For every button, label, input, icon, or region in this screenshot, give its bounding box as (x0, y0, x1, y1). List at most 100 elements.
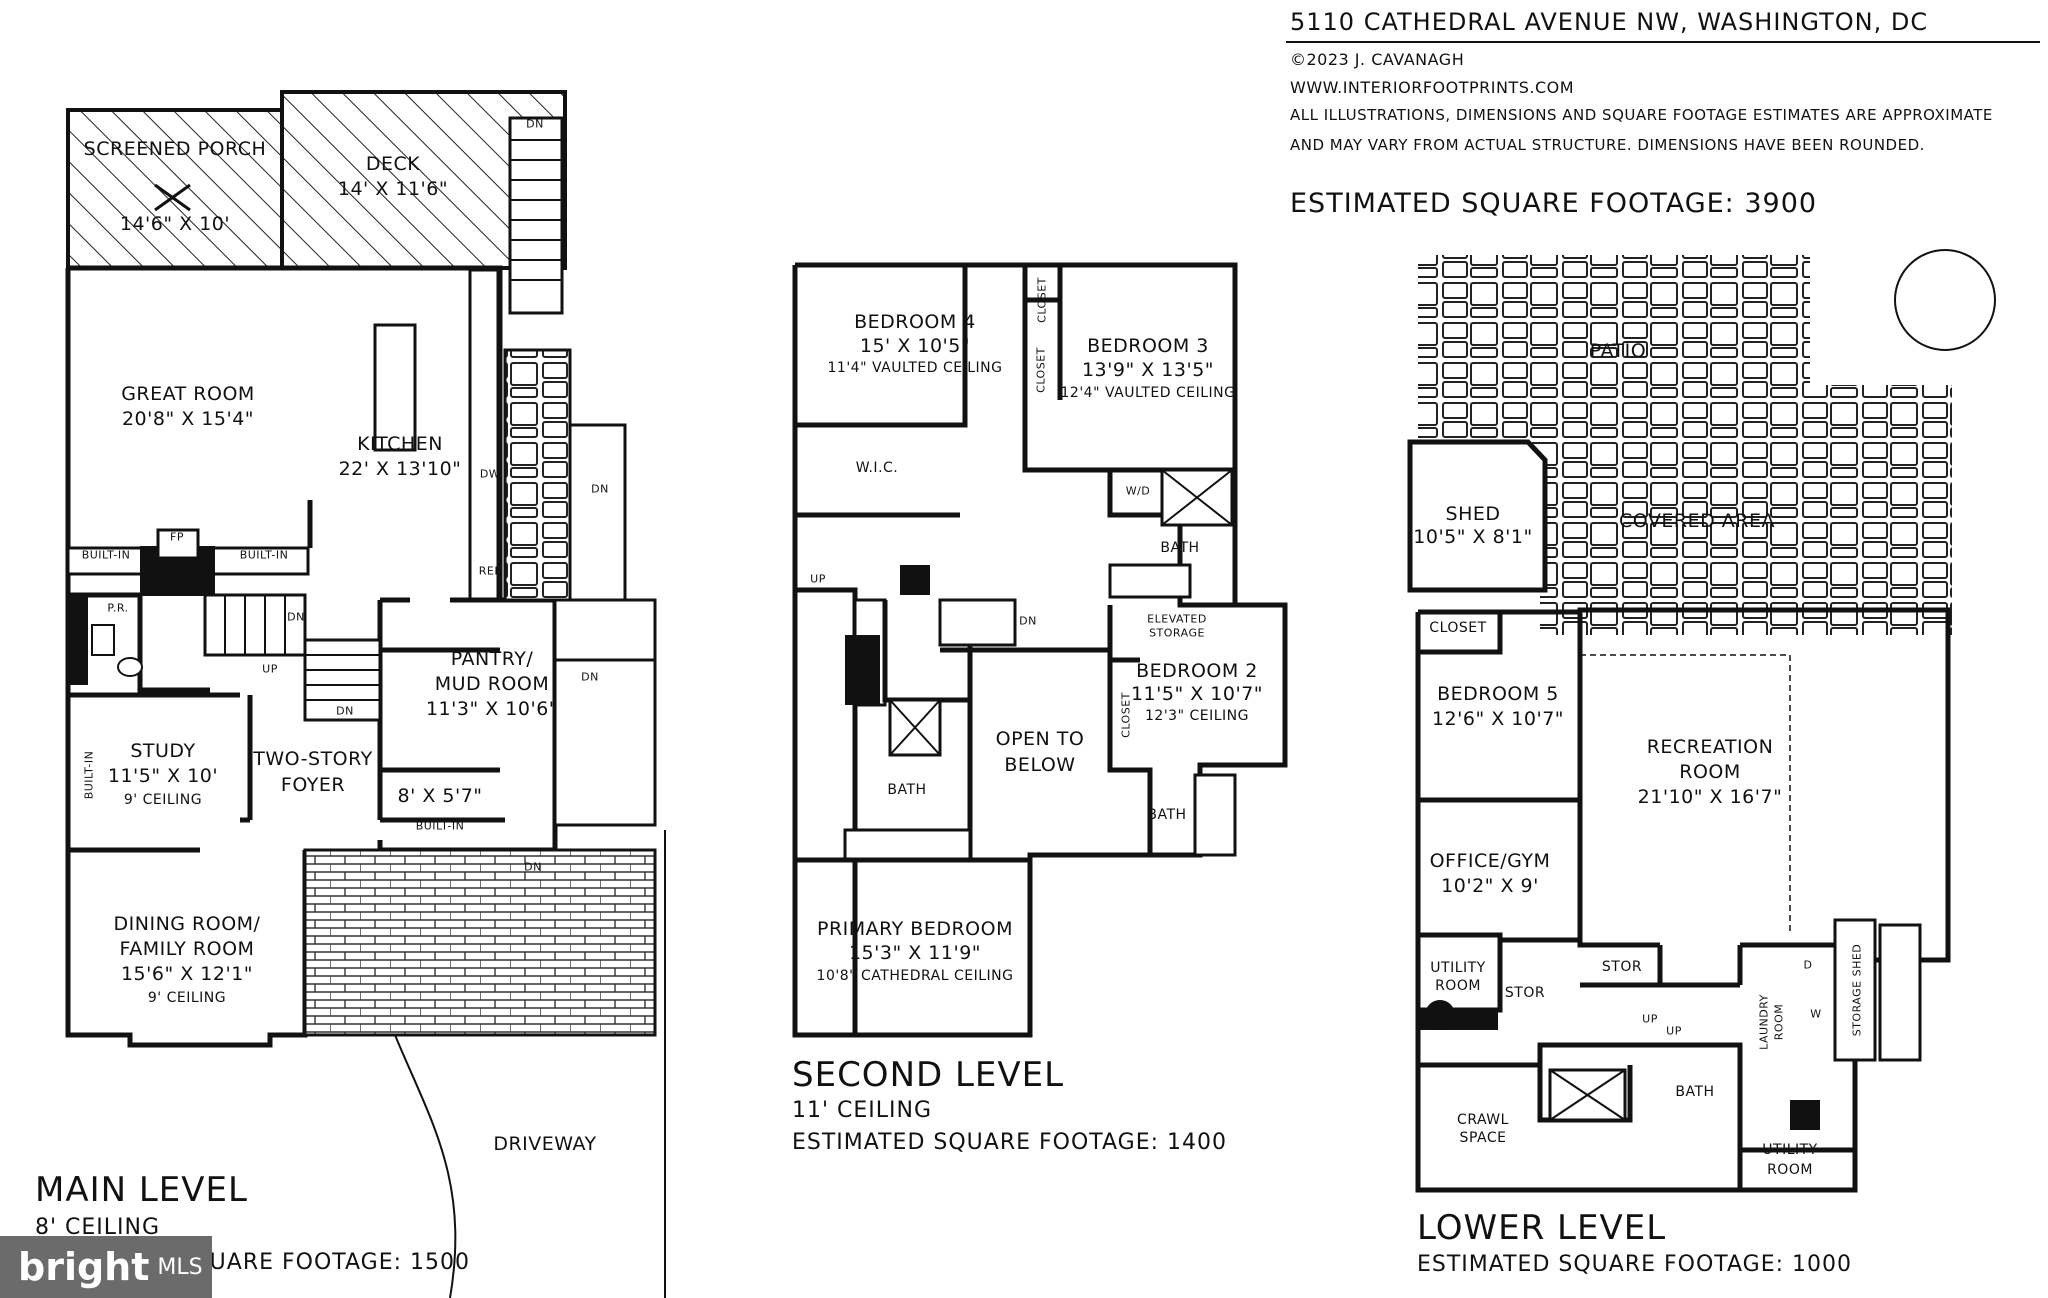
second-level-title: SECOND LEVEL (792, 1055, 1065, 1095)
logo-suffix: MLS (157, 1254, 203, 1280)
closet-label-lower: CLOSET (1034, 347, 1048, 393)
main-level-plan (65, 90, 666, 1298)
kitchen-dim: 22' X 13'10" (338, 458, 462, 481)
bedroom5-dim: 12'6" X 10'7" (1431, 708, 1565, 731)
second-level-footage: ESTIMATED SQUARE FOOTAGE: 1400 (792, 1130, 1228, 1155)
dining-ceiling: 9' CEILING (147, 989, 227, 1006)
laundry-room-label-2: ROOM (1772, 1003, 1786, 1041)
primary-bedroom-label: PRIMARY BEDROOM (817, 918, 1013, 941)
primary-bedroom-ceiling: 10'8" CATHEDRAL CEILING (816, 967, 1014, 984)
website-text: WWW.INTERIORFOOTPRINTS.COM (1290, 78, 1575, 97)
crawl-space-label: CRAWL (1457, 1111, 1509, 1128)
study-dim: 11'5" X 10' (107, 765, 219, 788)
kitchen-label: KITCHEN (357, 433, 443, 456)
fireplace-label: FP (170, 530, 184, 544)
bath-upper-label: BATH (1160, 539, 1200, 556)
family-label: FAMILY ROOM (119, 938, 255, 961)
side-steps-dn: DN (581, 670, 599, 684)
shed-label: SHED (1445, 503, 1501, 526)
built-in-left: BUILT-IN (81, 548, 131, 562)
recreation-dim: 21'10" X 16'7" (1637, 786, 1783, 809)
stor-label-left: STOR (1504, 984, 1546, 1001)
laundry-room-label: LAUNDRY (1757, 994, 1771, 1050)
pantry-dim: 11'3" X 10'6" (425, 698, 559, 721)
lower-level-plan (1407, 249, 1996, 1193)
shed-dim: 10'5" X 8'1" (1413, 526, 1533, 549)
great-room-label: GREAT ROOM (121, 383, 255, 406)
foyer-label-2: FOYER (280, 774, 346, 797)
dining-dim: 15'6" X 12'1" (120, 963, 254, 986)
utility-room-label-2: ROOM (1435, 977, 1481, 994)
second-level-ceiling: 11' CEILING (792, 1098, 933, 1123)
lower-level-footage: ESTIMATED SQUARE FOOTAGE: 1000 (1417, 1252, 1853, 1277)
study-label: STUDY (130, 740, 196, 763)
main-level-ceiling: 8' CEILING (35, 1215, 161, 1240)
dryer-label: D (1803, 958, 1813, 972)
washer-label: W (1810, 1007, 1822, 1021)
pantry-label: PANTRY/ (450, 648, 534, 671)
driveway-label: DRIVEWAY (493, 1133, 597, 1156)
second-level-plan (792, 262, 1288, 1038)
recreation-label: RECREATION (1646, 736, 1774, 759)
screened-porch-dim: 14'6" X 10' (119, 213, 231, 236)
closet-label-br2: CLOSET (1119, 692, 1133, 738)
primary-bedroom-dim: 15'3" X 11'9" (848, 942, 982, 965)
dishwasher-label: DW (479, 467, 501, 481)
main-level-title: MAIN LEVEL (35, 1170, 248, 1210)
elevated-storage-label-2: STORAGE (1149, 626, 1205, 640)
study-ceiling: 9' CEILING (123, 791, 203, 808)
deck-stair-dn: DN (526, 117, 544, 131)
open-to-below-label-2: BELOW (1004, 754, 1076, 777)
covered-area-label: COVERED AREA (1619, 510, 1775, 533)
built-in-right: BUILT-IN (239, 548, 289, 562)
bedroom4-label: BEDROOM 4 (854, 311, 976, 334)
disclaimer-line-2: AND MAY VARY FROM ACTUAL STRUCTURE. DIME… (1290, 136, 1925, 154)
bedroom3-ceiling: 12'4" VAULTED CEILING (1060, 384, 1236, 401)
closet-lower-label: CLOSET (1429, 619, 1487, 636)
copyright-text: ©2023 J. CAVANAGH (1290, 50, 1465, 69)
closet-label-upper: CLOSET (1035, 277, 1049, 323)
utility-room-label: UTILITY (1430, 959, 1486, 976)
lower-stair-up: UP (1642, 1012, 1658, 1026)
refrigerator-label: REF (478, 564, 502, 578)
foyer-stair-dn: DN (336, 704, 354, 718)
disclaimer-line-1: ALL ILLUSTRATIONS, DIMENSIONS AND SQUARE… (1290, 106, 1993, 124)
bedroom2-label: BEDROOM 2 (1136, 660, 1258, 683)
bedroom3-dim: 13'9" X 13'5" (1081, 359, 1215, 382)
storage-shed-label: STORAGE SHED (1850, 943, 1864, 1037)
walkway-dn: DN (524, 860, 542, 874)
lower-stair-up-2: UP (1666, 1024, 1682, 1038)
second-stair-dn: DN (1019, 614, 1037, 628)
deck-label: DECK (365, 153, 421, 176)
bright-mls-logo: bright MLS (0, 1236, 212, 1298)
bath-right-label: BATH (1147, 806, 1187, 823)
crawl-space-label-2: SPACE (1459, 1129, 1507, 1146)
address-heading: 5110 CATHEDRAL AVENUE NW, WASHINGTON, DC (1290, 8, 1929, 36)
office-gym-label: OFFICE/GYM (1429, 850, 1551, 873)
second-stair-up: UP (810, 572, 826, 586)
mudroom-label: MUD ROOM (434, 673, 550, 696)
wic-label: W.I.C. (855, 459, 899, 476)
deck-dim: 14' X 11'6" (337, 178, 449, 201)
bath-mid-label: BATH (887, 781, 927, 798)
bedroom2-ceiling: 12'3" CEILING (1145, 707, 1249, 724)
great-room-dim: 20'8" X 15'4" (121, 408, 255, 431)
bedroom2-dim: 11'5" X 10'7" (1130, 683, 1264, 706)
bedroom3-label: BEDROOM 3 (1087, 335, 1209, 358)
stair-up-label: UP (262, 662, 278, 676)
stone-steps-dn: DN (591, 482, 609, 496)
utility-room-lower: UTILITY (1762, 1141, 1818, 1158)
logo-brand: bright (18, 1245, 150, 1289)
screened-porch-label: SCREENED PORCH (83, 138, 267, 161)
lower-level-title: LOWER LEVEL (1417, 1208, 1667, 1248)
recreation-label-2: ROOM (1679, 761, 1741, 784)
stair-dn-label: DN (287, 610, 305, 624)
bedroom5-label: BEDROOM 5 (1437, 683, 1559, 706)
study-built-in: BUILT-IN (82, 750, 96, 800)
wd-label: W/D (1125, 484, 1151, 498)
powder-room-label: P.R. (107, 601, 129, 615)
bath-lower-label: BATH (1675, 1083, 1715, 1100)
utility-room-lower-2: ROOM (1767, 1161, 1813, 1178)
closet-dim: 8' X 5'7" (397, 785, 483, 808)
